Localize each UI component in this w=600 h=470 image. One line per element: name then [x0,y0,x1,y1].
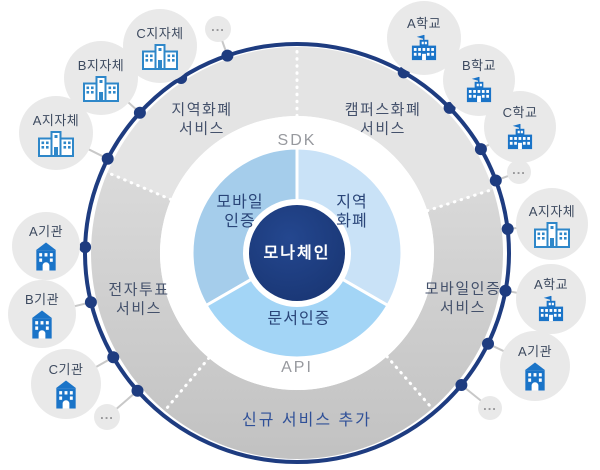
border-node-dots [79,49,514,397]
segment-mobile-auth-service [386,189,504,409]
government-building-icon [83,75,119,102]
institution-building-icon [55,380,77,409]
label-api: API [281,359,313,376]
satellite-a-institution: A기관 [12,212,80,280]
label-new-service: 신규 서비스 추가 [242,412,372,429]
label-local-currency-service: 지역화폐 서비스 [171,101,233,137]
satellite-b-school: B학교 [443,44,515,116]
ellipsis-icon: ... [100,407,114,422]
satellite-a-local-gov-right: A지자체 [516,188,588,260]
satellite-a-school-right: A학교 [516,264,586,334]
satellite-label: A기관 [517,344,553,359]
center-core-circle [249,205,345,301]
ellipsis-icon: ... [512,162,526,177]
satellite-b-institution: B기관 [8,280,76,348]
school-building-icon [507,123,533,150]
satellite-label: C기관 [48,362,84,377]
school-building-icon [466,76,492,103]
label-sdk: SDK [277,132,317,149]
satellite-label: A기관 [28,224,64,239]
satellite-ellipsis-top-left: ... [205,16,231,42]
label-mobile-auth-service: 모바일인증 서비스 [424,280,502,316]
segment-local-currency-service [107,47,298,200]
institution-building-icon [524,362,546,391]
satellite-label: B학교 [461,58,497,73]
satellite-label: A지자체 [32,112,80,128]
label-mobile-auth: 모바일 인증 [216,193,264,230]
satellite-label: A학교 [533,277,569,292]
label-monachain-center: 모나체인 [263,245,331,262]
outer-ring-segments [91,47,504,460]
government-building-icon [38,130,74,157]
satellite-label: C학교 [502,105,538,120]
satellite-c-school: C학교 [484,91,556,163]
satellite-label: A지자체 [528,203,576,219]
segment-evoting-service [91,172,209,411]
satellite-c-institution: C기관 [31,349,101,419]
segment-campus-currency-service [297,47,493,211]
satellite-label: A학교 [406,16,442,31]
satellite-a-local-gov: A지자체 [19,96,93,170]
label-evoting-service: 전자투표 서비스 [108,281,170,317]
satellite-ellipsis-bottom-right: ... [478,396,502,420]
institution-building-icon [35,242,57,271]
school-building-icon [411,34,437,61]
label-local-currency: 지역 화폐 [336,193,368,230]
label-document-auth: 문서인증 [267,310,331,328]
satellite-ellipsis-bottom-left: ... [94,404,120,430]
ellipsis-icon: ... [211,19,225,34]
satellite-label: B기관 [24,292,60,307]
satellite-ellipsis-right-top: ... [507,160,531,184]
ellipsis-icon: ... [483,398,497,413]
segment-new-service [164,356,433,460]
government-building-icon [142,43,178,70]
label-campus-currency-service: 캠퍼스화폐 서비스 [344,101,422,137]
satellite-label: C지자체 [136,25,184,41]
satellite-label: B지자체 [77,57,125,73]
satellite-a-institution-right: A기관 [500,331,570,401]
inner-ring-segments [190,146,404,360]
government-building-icon [534,221,570,248]
segment-dividers [105,45,495,413]
school-building-icon [538,295,564,322]
institution-building-icon [31,310,53,339]
